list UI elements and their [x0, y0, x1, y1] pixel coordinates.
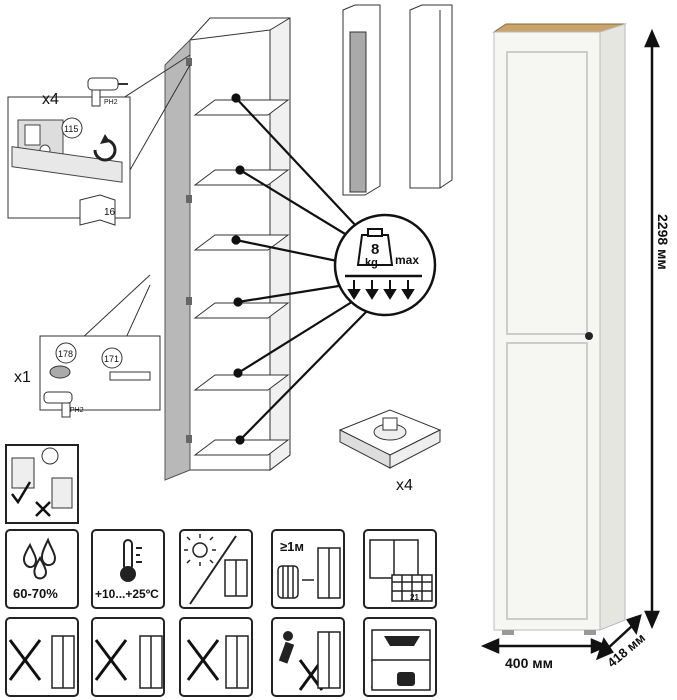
humidity-value: 60-70%: [13, 586, 58, 601]
wall-anchor-icon: [5, 444, 79, 524]
screw-id: 115: [64, 124, 78, 134]
load-unit: kg: [365, 257, 378, 269]
anvil-weight-icon: [384, 636, 420, 686]
top-qty: x4: [42, 91, 59, 108]
tool-tip: PH2: [104, 99, 118, 106]
finished-wardrobe: [492, 23, 627, 635]
book-page: 16: [104, 207, 116, 218]
drill-icon: [87, 77, 128, 107]
door-panel: [164, 38, 191, 481]
foot-pad: [338, 409, 442, 469]
handle-detail-callout: 178 171 PH2 x1: [14, 274, 161, 418]
heater-icon: [277, 547, 341, 599]
lower-panel: [506, 342, 588, 620]
assembly-thumbnails: [342, 4, 453, 196]
part-178: 178: [58, 349, 73, 359]
door-knob: [585, 332, 593, 340]
feet-qty: x4: [396, 477, 413, 494]
load-label: max: [395, 253, 419, 267]
shelves: [193, 99, 290, 456]
height-label: 2298 мм: [655, 214, 671, 270]
hinge-detail-callout: 115 16 PH2 x4: [7, 54, 191, 226]
drill-icon-lower: [43, 391, 73, 418]
dimension-lines: [480, 28, 660, 661]
hinges: [186, 58, 192, 443]
upper-panel: [506, 51, 588, 335]
temperature-value: +10...+25ºC: [95, 587, 159, 601]
sun-icon: [184, 534, 248, 605]
width-label: 400 мм: [505, 655, 553, 671]
thermometer-icon: [120, 539, 142, 582]
distance-value: ≥1м: [280, 539, 304, 554]
window-calendar-icon: [369, 539, 433, 602]
humidity-drops-icon: [22, 537, 57, 580]
exploded-cabinet: [164, 17, 291, 481]
shelf-load-badge: 8 kg max: [333, 213, 437, 317]
load-weight: 8: [371, 241, 379, 258]
shelf-leaders: [231, 93, 369, 445]
calendar-day: 21: [410, 593, 419, 602]
load-arrows: [347, 280, 415, 300]
tool-tip-lower: PH2: [70, 407, 84, 414]
person-climbing-icon: [278, 631, 295, 664]
lower-qty: x1: [14, 369, 31, 386]
part-171: 171: [104, 354, 119, 364]
